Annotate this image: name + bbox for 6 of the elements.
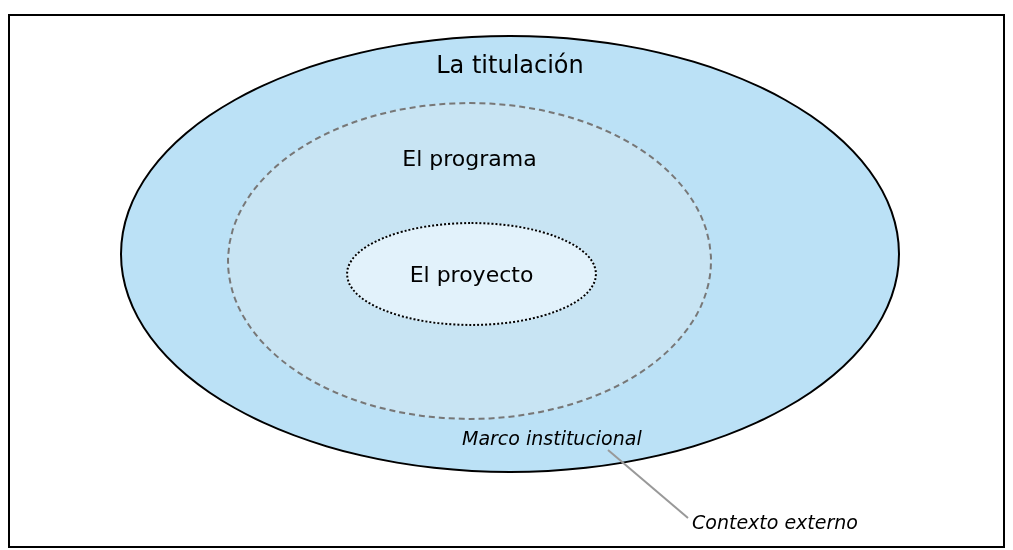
label-text: Marco institucional: [462, 427, 642, 449]
region-title: La titulación: [436, 50, 584, 81]
label-text: Contexto externo: [692, 509, 858, 535]
region-title: El proyecto: [409, 260, 534, 289]
leader-line: [607, 449, 689, 519]
region-title: El programa: [402, 145, 537, 173]
